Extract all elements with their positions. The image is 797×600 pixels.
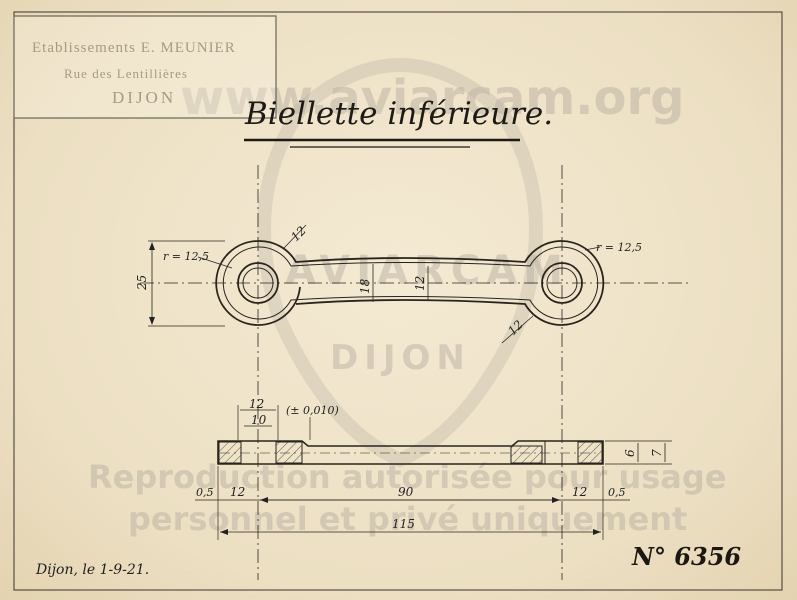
side-view-outline bbox=[217, 440, 604, 465]
stamp-box bbox=[13, 15, 277, 119]
bore-left-inner bbox=[242, 267, 274, 299]
dim-end-05-right: 0,5 bbox=[608, 486, 626, 499]
dim-r-right: r = 12,5 bbox=[596, 241, 642, 254]
dim-web-12: 12 bbox=[413, 276, 427, 291]
sheet-frame bbox=[13, 11, 783, 591]
drawing-number: N° 6356 bbox=[632, 542, 742, 571]
title-underline bbox=[244, 138, 520, 148]
dim-center-90: 90 bbox=[398, 485, 414, 499]
dim-bore-12: 12 bbox=[249, 397, 264, 411]
side-view bbox=[195, 405, 672, 540]
link-outline-outer bbox=[215, 240, 605, 326]
stamp-city: DIJON bbox=[112, 88, 177, 107]
link-outline-inner bbox=[222, 246, 599, 320]
dim-thickness-7: 7 bbox=[650, 449, 664, 457]
top-view bbox=[140, 165, 690, 580]
dim-bore-10: 10 bbox=[251, 413, 267, 427]
dim-width-12-top: 12 bbox=[288, 223, 309, 244]
stamp-company: Etablissements E. MEUNIER bbox=[32, 40, 236, 56]
dim-overall-115: 115 bbox=[392, 517, 415, 531]
stamp-street: Rue des Lentillières bbox=[64, 66, 188, 81]
dim-end-05-left: 0,5 bbox=[196, 486, 214, 499]
watermark-logo-city: DIJON bbox=[330, 338, 471, 378]
dim-tolerance: (± 0,010) bbox=[286, 404, 339, 417]
drawing-title: Biellette inférieure. bbox=[245, 96, 554, 132]
dim-end-12-left: 12 bbox=[230, 485, 245, 499]
bore-right-outer bbox=[541, 262, 583, 304]
watermark-logo bbox=[257, 58, 543, 468]
dim-height-25: 25 bbox=[135, 275, 149, 291]
dim-r-left: r = 12,5 bbox=[163, 250, 209, 263]
bore-left-outer bbox=[237, 262, 279, 304]
dim-end-12-right: 12 bbox=[572, 485, 587, 499]
dim-web-18: 18 bbox=[358, 278, 372, 294]
dim-thickness-6: 6 bbox=[623, 449, 637, 457]
drawing-date: Dijon, le 1-9-21. bbox=[36, 562, 150, 578]
watermark-logo-text: AVIARCAM bbox=[285, 248, 569, 294]
bore-right-inner bbox=[546, 267, 578, 299]
watermark-url: www.aviarcam.org bbox=[180, 70, 685, 126]
